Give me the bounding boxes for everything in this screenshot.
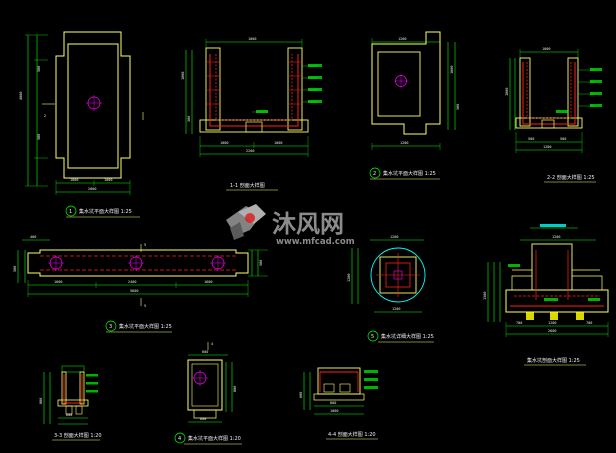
svg-text:2: 2: [44, 114, 46, 118]
svg-text:800: 800: [39, 398, 43, 404]
svg-text:1200: 1200: [548, 321, 556, 325]
section-view-2-2: 1000 1000 500 500 1200 2-2 剖面大样图 1:25: [505, 47, 602, 183]
view-number: 2: [373, 171, 376, 177]
svg-text:500: 500: [560, 137, 566, 141]
svg-text:500: 500: [37, 66, 41, 72]
view-number: 1: [69, 209, 72, 215]
section-view-1-1: 1000 1000 300 1000 1000: [181, 37, 322, 191]
svg-text:1000: 1000: [330, 409, 338, 413]
svg-text:600: 600: [200, 417, 206, 421]
view-number: 4: [178, 436, 181, 442]
svg-text:500: 500: [259, 260, 263, 266]
plan-view-3: 400 5 500 500 1600 2400: [13, 235, 268, 333]
view-caption: 集水坑平面大样图 1:25: [383, 170, 436, 177]
svg-text:600: 600: [202, 350, 208, 354]
svg-text:1200: 1200: [543, 145, 551, 149]
watermark: 沐风网 www.mfcad.com: [226, 204, 355, 247]
svg-text:600: 600: [299, 392, 303, 398]
section-view-large: 1200 1500 700 1200 700 2600 集水坑剖面大样图 1:2…: [483, 224, 609, 366]
section-tag-bottom: 5: [144, 304, 146, 308]
section-tag: 5: [144, 243, 146, 247]
svg-text:700: 700: [586, 321, 592, 325]
svg-text:1600: 1600: [54, 280, 62, 284]
view-number: 5: [371, 334, 374, 340]
svg-text:1200: 1200: [392, 307, 400, 311]
svg-text:1600: 1600: [204, 280, 212, 284]
watermark-title: 沐风网: [272, 210, 344, 238]
svg-text:600: 600: [66, 413, 72, 417]
watermark-logo-icon: [226, 204, 266, 240]
svg-text:800: 800: [233, 386, 237, 392]
svg-text:1200: 1200: [552, 235, 560, 239]
detail-view-5: 1200 1200 1200 5 集水坑详细大样图 1:25: [347, 235, 434, 343]
view-number: 3: [109, 324, 112, 330]
svg-text:5600: 5600: [130, 289, 138, 293]
view-caption: 集水坑平面大样图 1:25: [119, 323, 172, 330]
svg-text:1200: 1200: [400, 141, 408, 145]
view-caption: 3-3 剖面大样图 1:20: [54, 432, 102, 439]
section-view-3-3: 800 600 3-3 剖面大样图 1:20: [39, 365, 102, 441]
plan-view-1: 4000 500 500 2 1000 1000 2000 1 集水坑平面大样图…: [19, 31, 144, 218]
svg-text:500: 500: [37, 134, 41, 140]
svg-text:500: 500: [13, 266, 17, 272]
svg-text:800: 800: [330, 401, 336, 405]
svg-text:700: 700: [516, 321, 522, 325]
view-caption: 集水坑剖面大样图 1:25: [527, 357, 580, 364]
view-caption: 集水坑平面大样图 1:25: [79, 208, 132, 215]
svg-text:1200: 1200: [347, 274, 351, 282]
svg-text:1000: 1000: [505, 88, 509, 96]
view-caption: 集水坑平面大样图 1:20: [188, 435, 241, 442]
svg-text:1200: 1200: [390, 235, 398, 239]
svg-text:300: 300: [456, 104, 460, 110]
svg-text:1000: 1000: [274, 141, 282, 145]
svg-text:1200: 1200: [398, 37, 406, 41]
svg-text:1000: 1000: [104, 178, 112, 182]
svg-text:1000: 1000: [181, 72, 185, 80]
view-number-circle: [65, 205, 77, 217]
svg-text:2600: 2600: [548, 329, 556, 333]
plan-view-2: 1200 1000 300 1200 2 集水坑平面大样图 1:25: [369, 31, 460, 180]
view-caption: 1-1 剖面大样图: [230, 182, 265, 189]
svg-text:1000: 1000: [70, 178, 78, 182]
svg-text:2400: 2400: [128, 280, 136, 284]
svg-text:500: 500: [528, 137, 534, 141]
watermark-url: www.mfcad.com: [276, 237, 355, 247]
svg-text:4000: 4000: [19, 92, 23, 100]
svg-text:2000: 2000: [88, 187, 96, 191]
svg-text:1000: 1000: [450, 66, 454, 74]
section-tag: 4: [211, 342, 213, 346]
view-caption: 4-4 剖面大样图 1:20: [328, 431, 376, 438]
svg-text:2200: 2200: [246, 149, 254, 153]
svg-text:1500: 1500: [483, 292, 487, 300]
svg-text:1000: 1000: [248, 37, 256, 41]
view-caption: 集水坑详细大样图 1:25: [381, 333, 434, 340]
view-caption: 2-2 剖面大样图 1:25: [547, 174, 595, 181]
section-view-4-4: 600 800 1000 4-4 剖面大样图 1:20: [299, 367, 378, 440]
svg-text:300: 300: [187, 116, 191, 122]
svg-text:400: 400: [30, 235, 36, 239]
svg-text:1000: 1000: [542, 47, 550, 51]
svg-text:1000: 1000: [220, 141, 228, 145]
plan-view-4: 4 600 800 600 4 集水坑平面大样图 1:20: [174, 342, 242, 445]
